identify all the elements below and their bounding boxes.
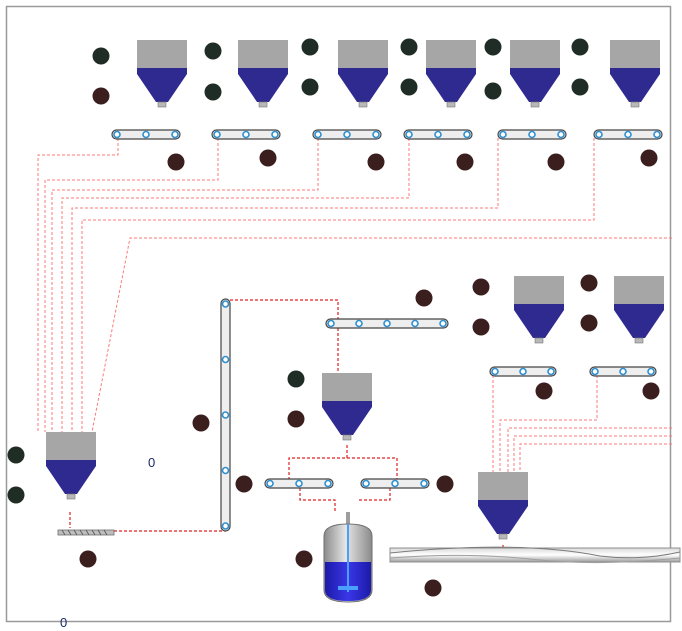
belt-conveyor-icon[interactable]: [497, 129, 567, 140]
hopper-silo-icon[interactable]: [610, 40, 660, 108]
flow-line: [347, 457, 398, 479]
status-lamp-icon: [400, 78, 418, 96]
signal-line: [44, 138, 219, 432]
status-lamp-icon: [204, 83, 222, 101]
belt-conveyor-icon[interactable]: [360, 478, 430, 489]
hopper-silo-icon[interactable]: [338, 40, 388, 108]
hopper-silo-icon[interactable]: [322, 373, 372, 441]
discharge-pipe: [389, 546, 681, 564]
status-lamp-icon: [7, 486, 25, 504]
screw-feeder-icon[interactable]: [57, 529, 115, 536]
status-lamp-icon: [571, 38, 589, 56]
status-lamp-icon: [472, 318, 490, 336]
signal-line: [81, 138, 595, 432]
status-lamp-icon: [571, 78, 589, 96]
hopper-silo-icon[interactable]: [614, 276, 664, 344]
belt-conveyor-icon[interactable]: [264, 478, 334, 489]
signal-line: [519, 443, 672, 472]
status-lamp-icon: [235, 475, 253, 493]
status-lamp-icon: [642, 382, 660, 400]
status-lamp-icon: [472, 278, 490, 296]
signal-line: [499, 375, 598, 472]
diagram-frame: [5, 5, 672, 623]
status-lamp-icon: [367, 153, 385, 171]
status-lamp-icon: [547, 153, 565, 171]
signal-line: [37, 138, 119, 432]
counter-value-middle: 0: [148, 455, 155, 470]
belt-conveyor-icon[interactable]: [312, 129, 382, 140]
status-lamp-icon: [580, 274, 598, 292]
status-lamp-icon: [580, 314, 598, 332]
status-lamp-icon: [92, 87, 110, 105]
flow-line: [357, 488, 391, 501]
status-lamp-icon: [640, 149, 658, 167]
status-lamp-icon: [301, 78, 319, 96]
indicator-lamps: [7, 38, 660, 597]
belt-conveyor-icon[interactable]: [593, 129, 663, 140]
status-lamp-icon: [7, 446, 25, 464]
status-lamp-icon: [192, 414, 210, 432]
belt-conveyor-icon[interactable]: [589, 366, 657, 377]
signal-line: [71, 138, 499, 432]
belt-conveyor-icon[interactable]: [220, 298, 231, 532]
status-lamp-icon: [204, 42, 222, 60]
signal-line: [61, 138, 410, 432]
mixer-tank-icon[interactable]: [323, 512, 373, 603]
hopper-silo-icon[interactable]: [510, 40, 560, 108]
signal-line: [91, 237, 672, 433]
status-lamp-icon: [436, 475, 454, 493]
hoppers: [46, 40, 664, 540]
signal-lines: [37, 138, 672, 472]
counter-value-bottom: 0: [60, 615, 67, 630]
product-flow-lines: [69, 299, 504, 553]
flow-line: [288, 445, 348, 479]
hopper-silo-icon[interactable]: [238, 40, 288, 108]
status-lamp-icon: [287, 410, 305, 428]
belt-conveyor-icon[interactable]: [403, 129, 473, 140]
belt-conveyor-icon[interactable]: [489, 366, 557, 377]
status-lamp-icon: [415, 289, 433, 307]
flow-line: [230, 299, 339, 319]
status-lamp-icon: [92, 47, 110, 65]
status-lamp-icon: [456, 153, 474, 171]
belt-conveyor-icon[interactable]: [111, 129, 181, 140]
hopper-silo-icon[interactable]: [514, 276, 564, 344]
status-lamp-icon: [259, 149, 277, 167]
status-lamp-icon: [484, 82, 502, 100]
status-lamp-icon: [400, 38, 418, 56]
conveyors: [111, 129, 663, 532]
belt-conveyor-icon[interactable]: [211, 129, 281, 140]
status-lamp-icon: [287, 370, 305, 388]
status-lamp-icon: [295, 550, 313, 568]
status-lamp-icon: [301, 38, 319, 56]
signal-line: [513, 435, 672, 472]
status-lamp-icon: [535, 382, 553, 400]
status-lamp-icon: [167, 153, 185, 171]
flow-line: [299, 488, 336, 512]
status-lamp-icon: [484, 38, 502, 56]
hopper-silo-icon[interactable]: [426, 40, 476, 108]
status-lamp-icon: [79, 550, 97, 568]
hopper-silo-icon[interactable]: [478, 472, 528, 540]
hopper-silo-icon[interactable]: [46, 432, 96, 500]
hopper-silo-icon[interactable]: [137, 40, 187, 108]
belt-conveyor-icon[interactable]: [325, 318, 449, 329]
signal-line: [51, 138, 319, 432]
status-lamp-icon: [424, 579, 442, 597]
signal-line: [507, 427, 672, 472]
